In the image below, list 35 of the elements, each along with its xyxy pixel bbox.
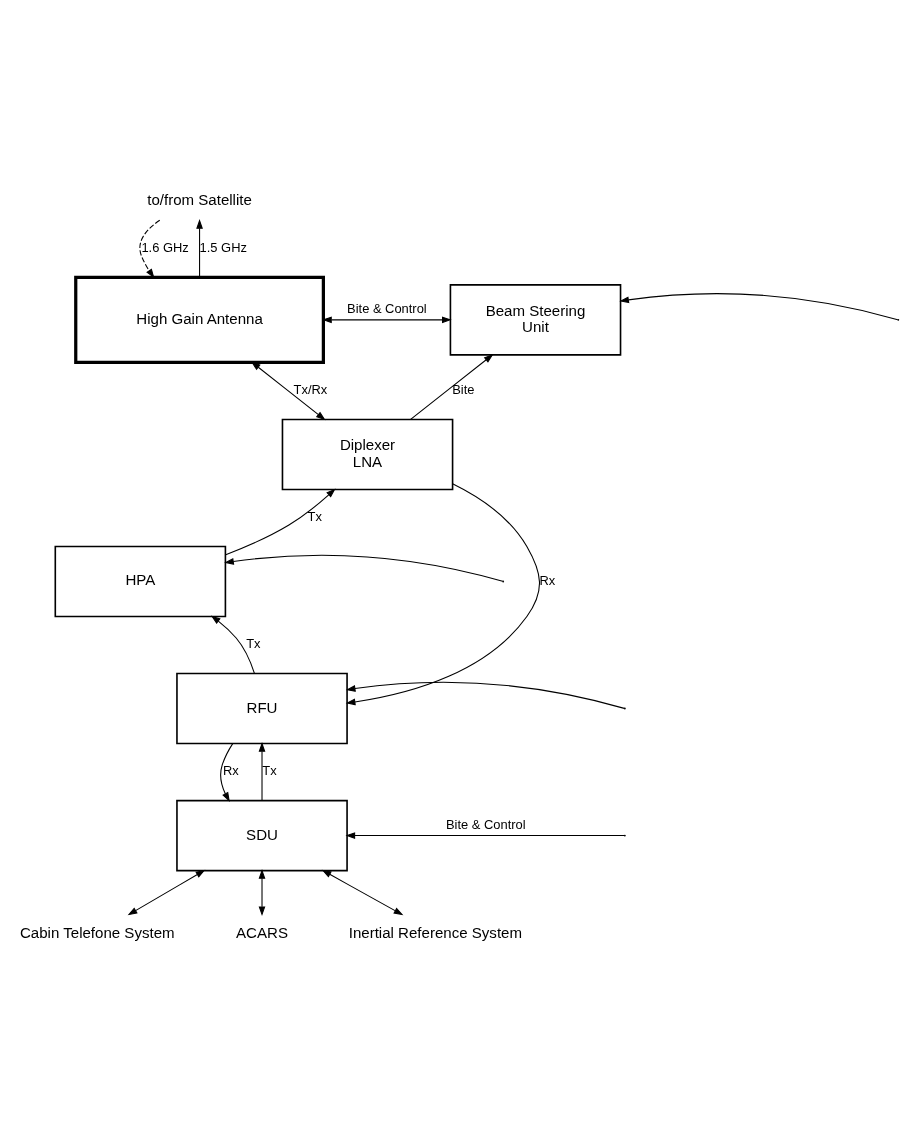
- arrow: [258, 741, 265, 801]
- edge-label: Bite & Control: [445, 816, 526, 832]
- arrow: [345, 681, 625, 709]
- arrow: [345, 482, 540, 705]
- node-box: Beam Steering Unit: [449, 283, 621, 356]
- arrow: [344, 831, 625, 839]
- node-text: Cabin Telefone System: [19, 923, 175, 941]
- edge-label: Tx: [307, 508, 322, 524]
- node-box: RFU: [175, 672, 348, 744]
- arrow: [321, 869, 403, 915]
- arrow: [138, 219, 160, 278]
- node-text: to/from Satellite: [146, 190, 252, 208]
- edge-label: Tx/Rx: [293, 381, 327, 397]
- arrow: [127, 869, 205, 915]
- node-box: SDU: [175, 799, 348, 871]
- node-box: HPA: [54, 545, 226, 617]
- edge-label: 1.5 GHz: [199, 239, 247, 255]
- arrow: [195, 218, 203, 278]
- edge-label: Rx: [538, 572, 555, 588]
- arrow: [258, 868, 265, 916]
- node-box: Diplexer LNA: [281, 418, 453, 490]
- node-text: Inertial Reference System: [348, 923, 522, 941]
- node-text: ACARS: [235, 923, 288, 941]
- arrow: [224, 488, 336, 555]
- edge-label: Tx: [261, 762, 277, 778]
- arrow: [210, 615, 255, 674]
- edge-label: Rx: [222, 762, 239, 778]
- arrow: [618, 292, 898, 320]
- arrow: [409, 353, 493, 420]
- edge-label: 1.6 GHz: [140, 239, 189, 255]
- edge-label: Bite: [451, 381, 474, 397]
- edge-label: Bite & Control: [346, 300, 427, 316]
- arrow: [219, 742, 233, 802]
- edge-label: Tx: [245, 635, 261, 651]
- node-box: High Gain Antenna: [73, 275, 325, 364]
